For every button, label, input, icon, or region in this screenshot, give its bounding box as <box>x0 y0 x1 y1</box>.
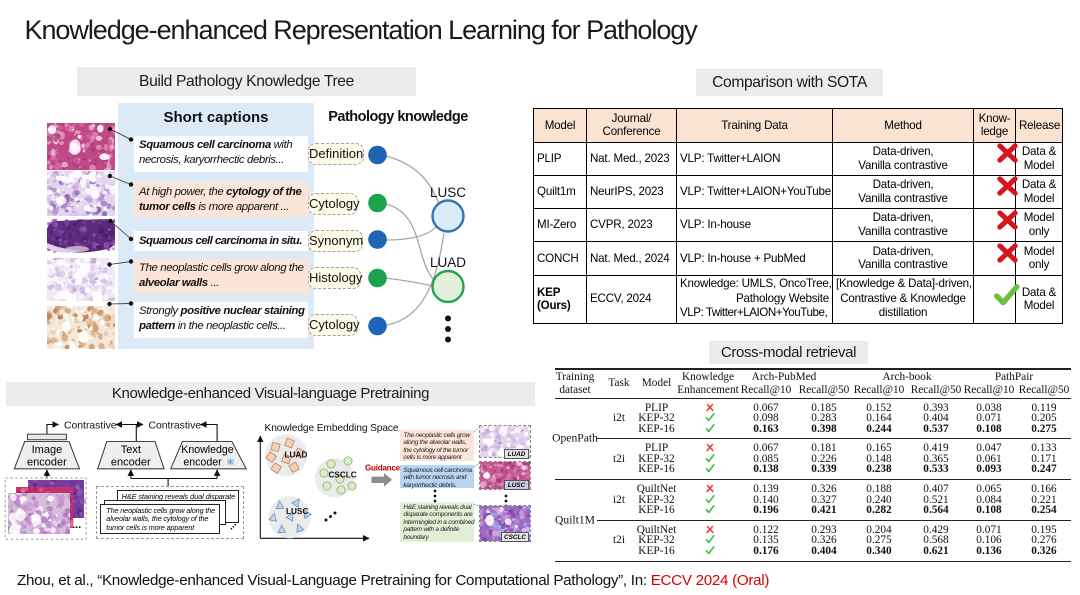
svg-text:encoder: encoder <box>111 457 151 469</box>
svg-text:LUAD: LUAD <box>285 451 308 460</box>
svg-text:...: ... <box>72 519 81 531</box>
svg-text:Contrastive: Contrastive <box>149 420 202 431</box>
svg-text:Contrastive: Contrastive <box>64 420 117 431</box>
svg-text:Image: Image <box>32 444 63 456</box>
svg-text:Knowledge: Knowledge <box>181 444 234 456</box>
svg-text:CSCLC: CSCLC <box>329 471 357 480</box>
svg-text:encoder: encoder <box>183 457 222 469</box>
svg-text:encoder: encoder <box>27 457 67 469</box>
svg-text:Knowledge Embedding Space: Knowledge Embedding Space <box>265 423 399 434</box>
svg-text:LUSC: LUSC <box>286 507 308 516</box>
svg-text:LUSC: LUSC <box>430 185 466 200</box>
svg-text:Guidance: Guidance <box>365 464 401 473</box>
svg-text:Text: Text <box>121 444 141 456</box>
svg-text:LUAD: LUAD <box>430 255 466 270</box>
